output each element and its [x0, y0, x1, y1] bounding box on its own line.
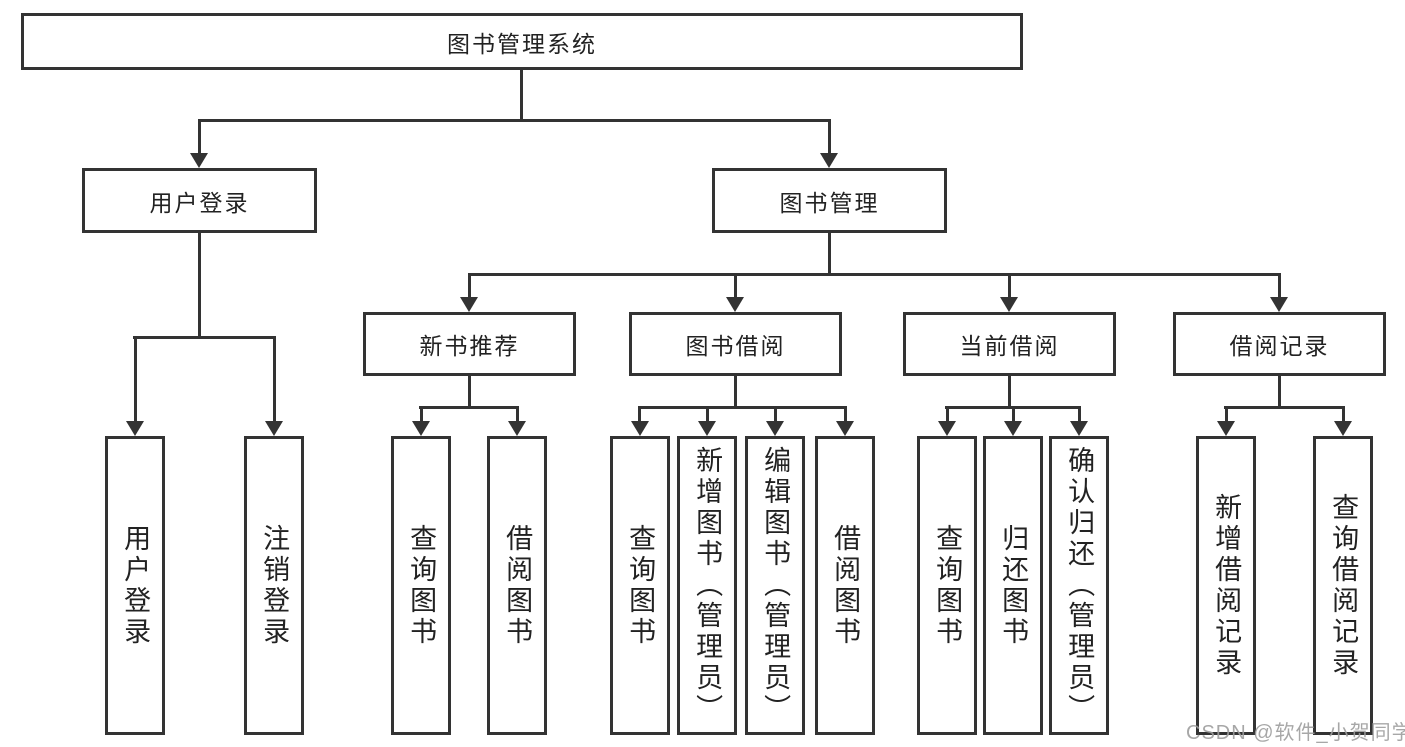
- connector-line: [198, 119, 201, 153]
- connector-line: [520, 70, 523, 119]
- connector-line: [134, 336, 137, 421]
- connector-line: [1078, 406, 1081, 421]
- leaf-borrow-book-1: 借阅图书: [487, 436, 547, 735]
- arrow-down-icon: [766, 421, 784, 436]
- leaf-edit-book-admin: 编辑图书（管理员）: [745, 436, 805, 735]
- leaf-query-borrow-record: 查询借阅记录: [1313, 436, 1373, 735]
- leaf-user-login: 用户登录: [105, 436, 165, 735]
- node-borrowing-records: 借阅记录: [1173, 312, 1386, 376]
- connector-line: [1225, 406, 1228, 421]
- arrow-down-icon: [820, 153, 838, 168]
- arrow-down-icon: [1004, 421, 1022, 436]
- arrow-down-icon: [1217, 421, 1235, 436]
- leaf-query-book-3: 查询图书: [917, 436, 977, 735]
- watermark-text: CSDN @软件_小贺同学: [1186, 722, 1405, 744]
- connector-line: [638, 406, 641, 421]
- connector-line: [1278, 376, 1281, 406]
- connector-line: [516, 406, 519, 421]
- leaf-confirm-return-admin: 确认归还（管理员）: [1049, 436, 1109, 735]
- arrow-down-icon: [126, 421, 144, 436]
- arrow-down-icon: [460, 297, 478, 312]
- arrow-down-icon: [1334, 421, 1352, 436]
- arrow-down-icon: [1000, 297, 1018, 312]
- connector-line: [638, 406, 846, 409]
- connector-line: [468, 273, 1281, 276]
- connector-line: [273, 336, 276, 421]
- leaf-query-book-1: 查询图书: [391, 436, 451, 735]
- leaf-borrow-book-2: 借阅图书: [815, 436, 875, 735]
- arrow-down-icon: [508, 421, 526, 436]
- connector-line: [468, 273, 471, 297]
- arrow-down-icon: [190, 153, 208, 168]
- leaf-query-book-2: 查询图书: [610, 436, 670, 735]
- connector-line: [1342, 406, 1345, 421]
- connector-line: [1012, 406, 1015, 421]
- connector-line: [828, 119, 831, 153]
- connector-line: [1278, 273, 1281, 297]
- connector-line: [828, 233, 831, 273]
- node-book-management: 图书管理: [712, 168, 947, 233]
- connector-line: [734, 273, 737, 297]
- arrow-down-icon: [698, 421, 716, 436]
- node-book-borrowing: 图书借阅: [629, 312, 842, 376]
- connector-line: [419, 406, 518, 409]
- arrow-down-icon: [631, 421, 649, 436]
- connector-line: [844, 406, 847, 421]
- arrow-down-icon: [938, 421, 956, 436]
- connector-line: [198, 119, 831, 122]
- leaf-add-borrow-record: 新增借阅记录: [1196, 436, 1256, 735]
- arrow-down-icon: [265, 421, 283, 436]
- node-current-borrowing: 当前借阅: [903, 312, 1116, 376]
- connector-line: [198, 233, 201, 336]
- connector-line: [734, 376, 737, 406]
- leaf-add-book-admin: 新增图书（管理员）: [677, 436, 737, 735]
- connector-line: [1224, 406, 1344, 409]
- connector-line: [1008, 273, 1011, 297]
- connector-line: [133, 336, 276, 339]
- node-new-book-recommend: 新书推荐: [363, 312, 576, 376]
- leaf-logout: 注销登录: [244, 436, 304, 735]
- connector-line: [774, 406, 777, 421]
- leaf-return-book: 归还图书: [983, 436, 1043, 735]
- connector-line: [468, 376, 471, 406]
- arrow-down-icon: [836, 421, 854, 436]
- arrow-down-icon: [726, 297, 744, 312]
- connector-line: [946, 406, 949, 421]
- connector-line: [1008, 376, 1011, 406]
- connector-line: [420, 406, 423, 421]
- arrow-down-icon: [1270, 297, 1288, 312]
- connector-line: [706, 406, 709, 421]
- node-user-login-branch: 用户登录: [82, 168, 317, 233]
- arrow-down-icon: [412, 421, 430, 436]
- node-library-management-system: 图书管理系统: [21, 13, 1023, 70]
- arrow-down-icon: [1070, 421, 1088, 436]
